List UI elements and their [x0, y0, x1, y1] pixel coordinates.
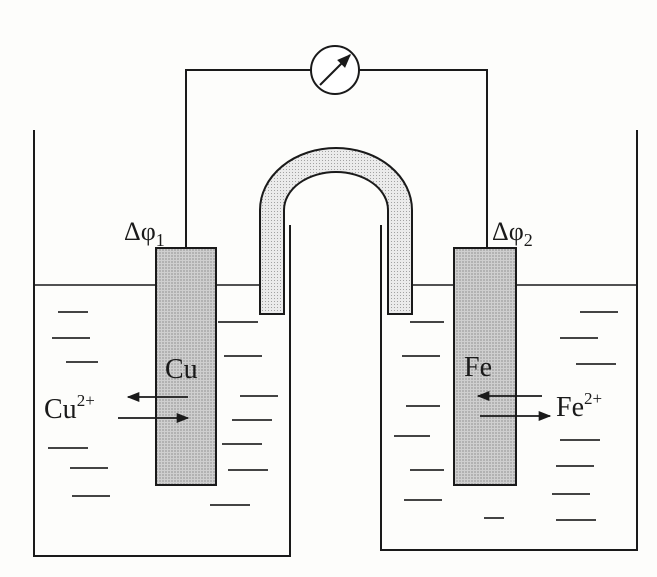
left-solution — [48, 311, 278, 506]
left-beaker — [33, 130, 291, 557]
cu-ion-label: Cu2+ — [44, 391, 95, 425]
right-beaker — [380, 130, 638, 551]
salt-bridge-icon — [259, 147, 413, 315]
cu-electrode — [155, 247, 217, 486]
cu-electrode-label: Cu — [165, 354, 198, 385]
fe-electrode-label: Fe — [464, 352, 492, 383]
right-solution — [394, 311, 618, 521]
galvanometer-icon — [310, 45, 360, 95]
cu-ion-arrows — [118, 391, 190, 424]
fe-ion-label: Fe2+ — [556, 389, 602, 423]
fe-electrode — [453, 247, 517, 486]
external-wire — [185, 69, 488, 248]
phi1-label: Δφ1 — [124, 217, 165, 250]
fe-ion-arrows — [476, 390, 552, 422]
phi2-label: Δφ2 — [492, 217, 533, 250]
